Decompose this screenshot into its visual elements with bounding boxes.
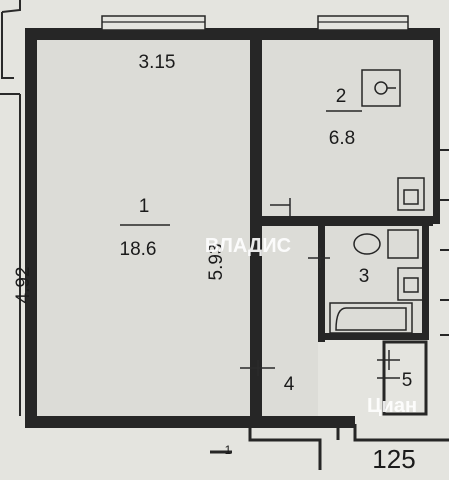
entry-steps — [210, 416, 449, 470]
room-2-area: 6.8 — [329, 128, 355, 149]
dimension-inner-height: 5.93 — [206, 244, 227, 281]
kitchen-sink-icon — [397, 177, 425, 211]
room-4-number: 4 — [284, 374, 295, 395]
room-5-number: 5 — [402, 370, 413, 391]
watermark-vladis: ВЛАДИС — [205, 235, 291, 257]
room-3-number: 3 — [359, 266, 370, 287]
toilet-icon — [353, 229, 419, 259]
walls — [25, 15, 440, 428]
right-edge-fragments — [440, 149, 449, 336]
room-2-number: 2 — [336, 86, 347, 107]
bottom-code: 125 — [372, 444, 415, 474]
label-dividers — [120, 110, 362, 226]
room-1-number: 1 — [139, 196, 150, 217]
bath-sink-icon — [397, 267, 425, 301]
watermark-cian: Циан — [367, 395, 417, 417]
bathtub-icon — [329, 302, 413, 334]
door-marks — [240, 198, 400, 379]
dimension-left-height: 4.92 — [13, 267, 34, 304]
bottom-mark: 1 — [225, 443, 232, 457]
room-1-area: 18.6 — [120, 239, 157, 260]
room-5-box — [382, 340, 428, 416]
room-fills — [37, 40, 433, 416]
stove-icon — [361, 69, 401, 107]
dimension-top-width: 3.15 — [139, 52, 176, 73]
exterior-lines — [0, 0, 21, 416]
